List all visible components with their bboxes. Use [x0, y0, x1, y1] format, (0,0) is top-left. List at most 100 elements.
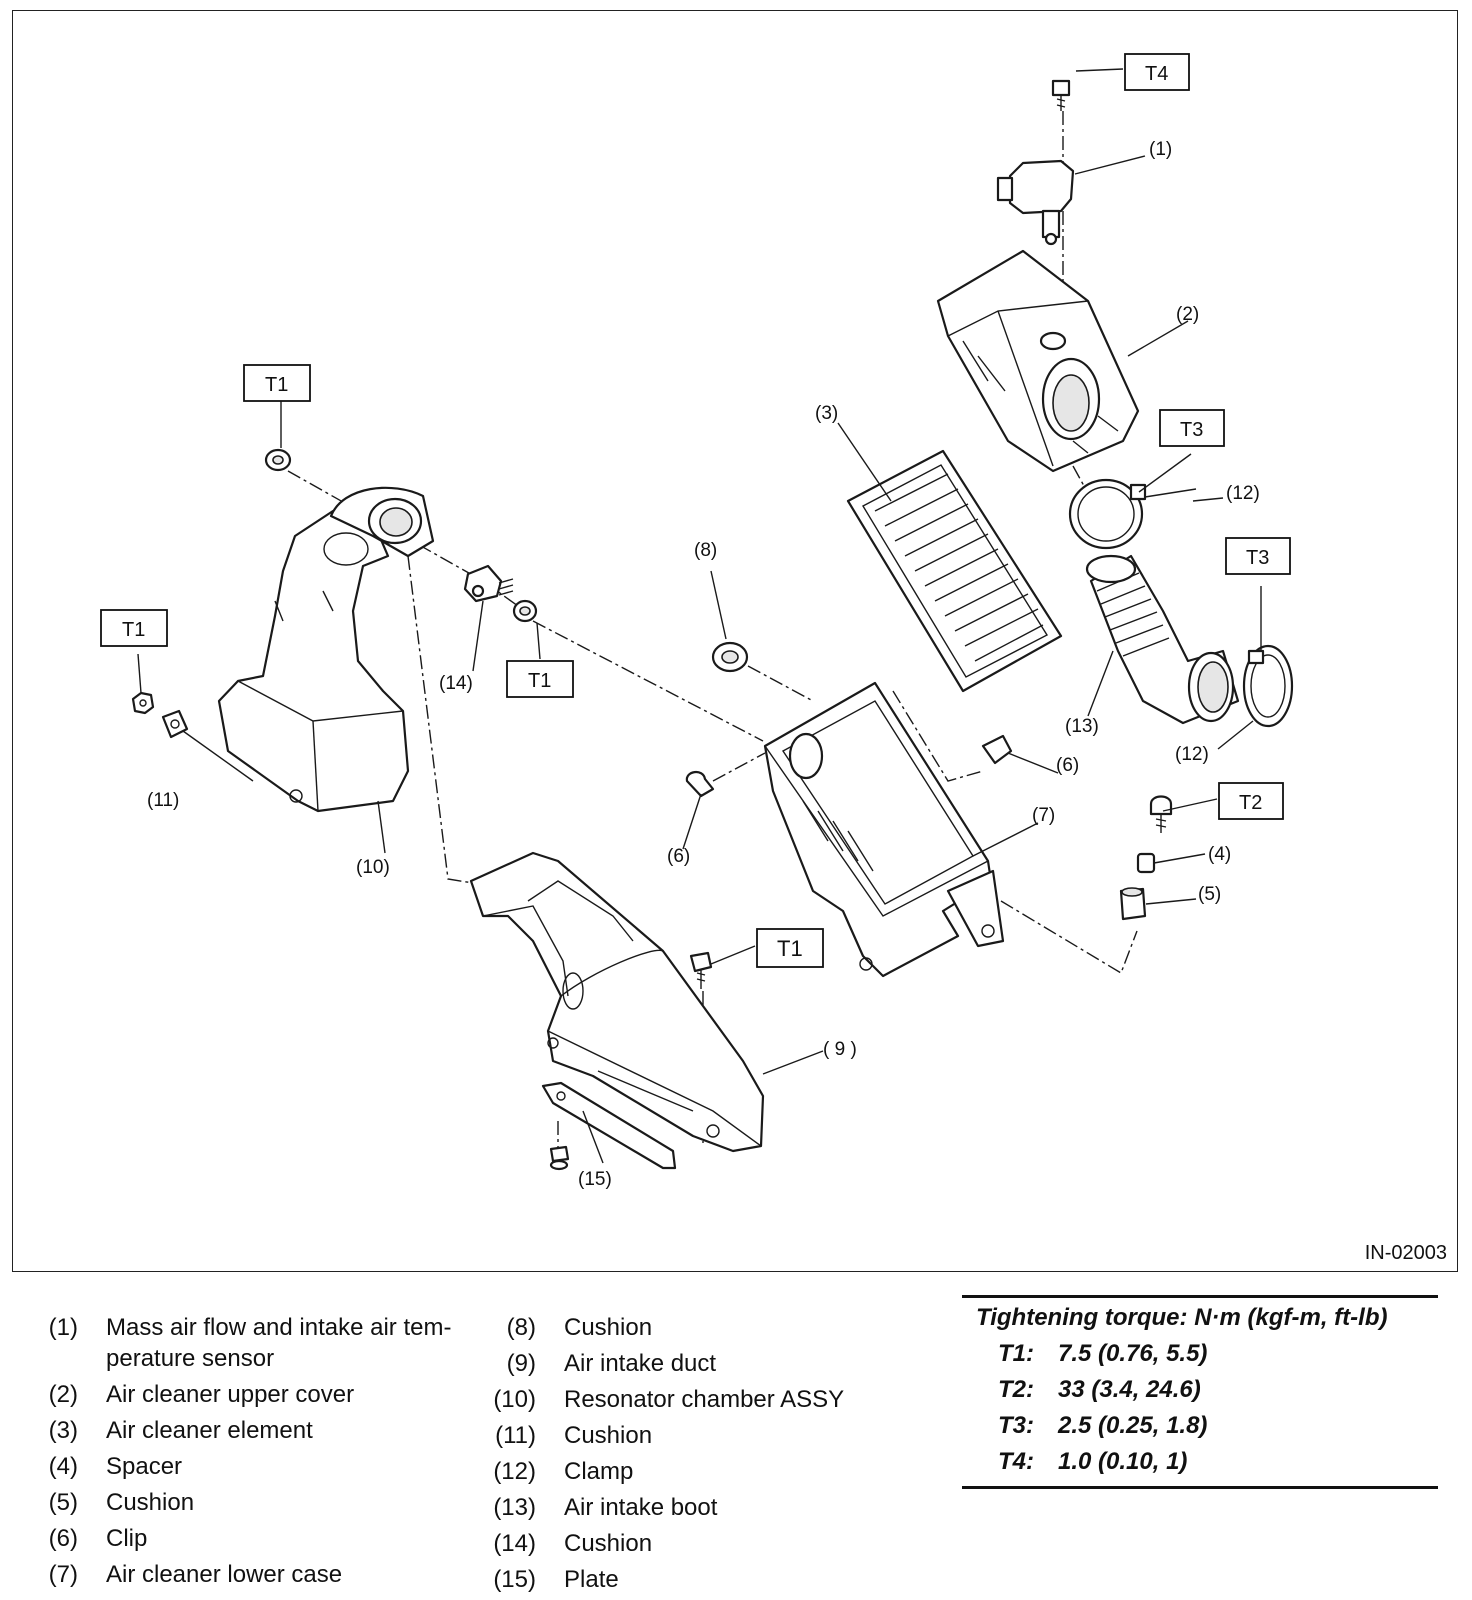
legend-item: (9)Air intake duct [478, 1348, 918, 1379]
legend-item: (14)Cushion [478, 1528, 918, 1559]
legend-item-name: Air intake boot [564, 1494, 718, 1521]
callout-6-left: (6) [667, 846, 690, 867]
legend-item: (8) Cushion [478, 1312, 918, 1343]
cushion-14 [463, 564, 514, 603]
legend-item-name: Cushion [564, 1422, 653, 1449]
legend-item-name: Cushion [106, 1489, 195, 1516]
svg-text:T1: T1 [528, 670, 551, 692]
spacer [1136, 852, 1156, 874]
legend-item-name: Spacer [106, 1453, 183, 1480]
callout-8: (8) [694, 540, 717, 561]
legend-item-number: (2) [48, 1381, 78, 1408]
air-cleaner-lower-case [763, 681, 1005, 978]
legend-item: (6) Clip [20, 1523, 490, 1554]
legend-item-name: Clamp [564, 1458, 634, 1485]
bolt-t2 [1149, 795, 1173, 833]
legend-item-name: Air cleaner element [106, 1417, 313, 1444]
svg-text:T2: T2 [1239, 792, 1262, 814]
legend-item: (15) Plate [478, 1564, 918, 1595]
torque-value: 33 (3.4, 24.6) [1058, 1376, 1201, 1403]
legend-item-name: Clip [106, 1525, 148, 1552]
legend-item: (1)Mass air flow and intake air tem- per… [20, 1312, 490, 1374]
callout-2: (2) [1176, 304, 1199, 325]
air-intake-boot [1085, 554, 1240, 725]
callout-4: (4) [1208, 844, 1231, 865]
legend-item-number: (4) [48, 1453, 78, 1480]
legend-item: (13) Air intake boot [478, 1492, 918, 1523]
legend-item-number: (5) [48, 1489, 78, 1516]
legend-item-name: Cushion [564, 1314, 653, 1341]
torque-tag-t2: T2 [1218, 782, 1284, 820]
air-intake-duct [469, 851, 765, 1153]
torque-tag-t1-upper: T1 [243, 364, 311, 402]
callout-10: (10) [356, 857, 390, 878]
legend-item: (3) Air cleaner element [20, 1415, 490, 1446]
torque-tag-t1-middle: T1 [506, 660, 574, 698]
legend-item-number: (8) [506, 1314, 536, 1341]
screw-t4 [1051, 79, 1071, 111]
legend-item: (11)Cushion [478, 1420, 918, 1451]
legend-item-number: (13) [493, 1494, 536, 1521]
svg-text:T1: T1 [777, 936, 803, 961]
legend-item-number: (1) [48, 1314, 78, 1341]
diagram-drawing: (1) (2) (3) (12) (13) (12) (8) (6) (6) (… [100, 53, 1294, 1190]
torque-key: T3: [998, 1412, 1034, 1439]
callout-7: (7) [1032, 805, 1055, 826]
air-cleaner-upper-cover [936, 249, 1140, 473]
legend-item: (5) Cushion [20, 1487, 490, 1518]
callout-1: (1) [1149, 139, 1172, 160]
parts-legend-middle: (8)Cushion(9)Air intake duct(10)Resonato… [478, 1312, 918, 1600]
torque-key: T1: [998, 1340, 1034, 1367]
legend-item-number: (12) [493, 1458, 536, 1485]
diagram-code: IN-02003 [1364, 1242, 1447, 1264]
callout-15: (15) [578, 1169, 612, 1190]
callout-14: (14) [439, 673, 473, 694]
plate-bolt [549, 1145, 570, 1171]
nut-t1-upper [264, 448, 292, 472]
callout-leaders [137, 68, 1262, 1164]
cushion-11 [161, 709, 254, 782]
legend-item-name: Plate [564, 1566, 619, 1593]
svg-text:T3: T3 [1246, 547, 1269, 569]
nut-t1-left [131, 691, 155, 715]
torque-value: 1.0 (0.10, 1) [1058, 1448, 1188, 1475]
callout-numbers: (1) (2) (3) (12) (13) (12) (8) (6) (6) (… [147, 139, 1260, 1190]
legend-item-number: (7) [48, 1561, 78, 1588]
legend-item: (2)Air cleaner upper cover [20, 1379, 490, 1410]
torque-tag-t1-left: T1 [100, 609, 168, 647]
cushion-5 [1119, 887, 1147, 921]
torque-tag-t1-duct: T1 [756, 928, 824, 968]
callout-11: (11) [147, 790, 179, 811]
cushion-8 [711, 641, 749, 673]
exploded-diagram: (1) (2) (3) (12) (13) (12) (8) (6) (6) (… [12, 10, 1458, 1272]
legend-item-number: (6) [48, 1525, 78, 1552]
torque-key: T4: [998, 1448, 1034, 1475]
callout-5: (5) [1198, 884, 1221, 905]
legend-item-name: Cushion [564, 1530, 653, 1557]
callout-12-upper: (12) [1226, 483, 1260, 504]
nut-t1-middle [512, 599, 538, 623]
legend-item-number: (15) [493, 1566, 536, 1593]
callout-12-lower: (12) [1175, 744, 1209, 765]
torque-row: T2: 33 (3.4, 24.6) [998, 1376, 1201, 1404]
legend-item-name: Resonator chamber ASSY [564, 1386, 845, 1413]
resonator-chamber [217, 486, 435, 813]
callout-13: (13) [1065, 716, 1099, 737]
svg-text:T3: T3 [1180, 419, 1203, 441]
clamp-lower [1242, 644, 1294, 728]
svg-text:T4: T4 [1145, 63, 1168, 85]
legend-item-number: (9) [506, 1350, 536, 1377]
air-cleaner-element [846, 449, 1063, 693]
clamp-upper [1068, 478, 1147, 550]
torque-key: T2: [998, 1376, 1034, 1403]
svg-text:T1: T1 [122, 619, 145, 641]
mass-air-flow-sensor [996, 159, 1075, 246]
legend-item: (12) Clamp [478, 1456, 918, 1487]
torque-tag-t4: T4 [1124, 53, 1190, 91]
svg-text:T1: T1 [265, 374, 288, 396]
parts-legend-left: (1)Mass air flow and intake air tem- per… [20, 1312, 490, 1595]
legend-item-name: Air cleaner lower case [106, 1561, 343, 1588]
torque-row: T3:2.5 (0.25, 1.8) [998, 1412, 1207, 1440]
legend-item-number: (3) [48, 1417, 78, 1444]
callout-9: ( 9 ) [823, 1039, 857, 1060]
